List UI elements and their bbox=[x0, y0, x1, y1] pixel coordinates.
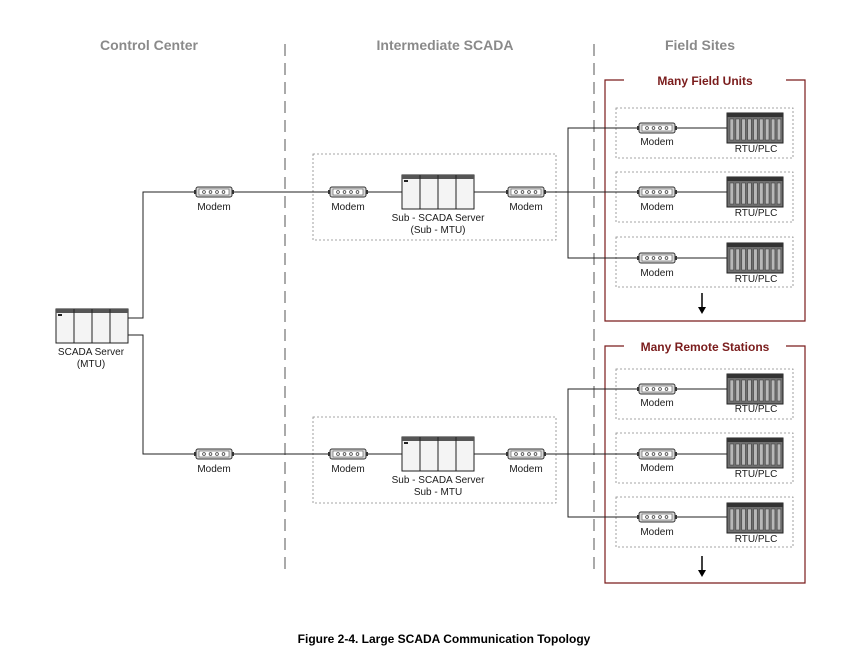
sub-scada-server-icon bbox=[401, 436, 475, 472]
modem-label: Modem bbox=[331, 464, 364, 475]
modem-icon bbox=[506, 186, 546, 198]
rtu-plc-icon bbox=[726, 437, 784, 469]
modem-label: Modem bbox=[331, 202, 364, 213]
remote-station-box bbox=[615, 496, 794, 548]
field-unit-box bbox=[615, 107, 794, 159]
modem-label: Modem bbox=[197, 464, 230, 475]
modem-icon bbox=[328, 186, 368, 198]
sub-server-bottom-sublabel: Sub - MTU bbox=[414, 487, 462, 498]
sub-server-bottom-label: Sub - SCADA Server bbox=[392, 475, 485, 486]
scada-server-sublabel: (MTU) bbox=[77, 359, 105, 370]
intermediate-box-top bbox=[312, 153, 557, 241]
group-field-units-title: Many Field Units bbox=[657, 74, 753, 88]
modem-label: Modem bbox=[509, 464, 542, 475]
scada-server-icon bbox=[55, 308, 129, 344]
field-unit-box bbox=[615, 171, 794, 223]
more-remote-stations-arrow bbox=[698, 556, 706, 577]
modem-icon bbox=[637, 383, 677, 395]
intermediate-box-bottom bbox=[312, 416, 557, 504]
header-intermediate-scada: Intermediate SCADA bbox=[377, 37, 514, 53]
modem-label: Modem bbox=[640, 463, 673, 474]
rtu-plc-icon bbox=[726, 112, 784, 144]
connection-wires bbox=[128, 127, 727, 518]
modem-label: Modem bbox=[640, 202, 673, 213]
modem-label: Modem bbox=[640, 527, 673, 538]
modem-icon bbox=[637, 448, 677, 460]
modem-icon bbox=[637, 186, 677, 198]
rtu-plc-label: RTU/PLC bbox=[735, 144, 778, 155]
modem-icon bbox=[637, 122, 677, 134]
rtu-plc-label: RTU/PLC bbox=[735, 208, 778, 219]
group-field-units: Many Field Units bbox=[604, 74, 806, 322]
rtu-plc-icon bbox=[726, 373, 784, 405]
rtu-plc-icon bbox=[726, 502, 784, 534]
modem-icon bbox=[637, 252, 677, 264]
sub-server-top-sublabel: (Sub - MTU) bbox=[411, 225, 466, 236]
sub-scada-server-icon bbox=[401, 174, 475, 210]
modem-icon bbox=[506, 448, 546, 460]
more-field-units-arrow bbox=[698, 293, 706, 314]
rtu-plc-icon bbox=[726, 176, 784, 208]
header-field-sites: Field Sites bbox=[665, 37, 735, 53]
modem-label: Modem bbox=[640, 137, 673, 148]
devices-layer bbox=[55, 112, 784, 534]
remote-station-box bbox=[615, 432, 794, 484]
modem-icon bbox=[194, 186, 234, 198]
modem-label: Modem bbox=[640, 398, 673, 409]
remote-station-box bbox=[615, 368, 794, 420]
modem-icon bbox=[328, 448, 368, 460]
group-remote-stations-title: Many Remote Stations bbox=[641, 340, 770, 354]
scada-server-label: SCADA Server bbox=[58, 347, 125, 358]
field-unit-box bbox=[615, 236, 794, 288]
group-remote-stations: Many Remote Stations bbox=[604, 340, 806, 584]
rtu-plc-label: RTU/PLC bbox=[735, 404, 778, 415]
rtu-plc-label: RTU/PLC bbox=[735, 534, 778, 545]
header-control-center: Control Center bbox=[100, 37, 199, 53]
figure-caption: Figure 2-4. Large SCADA Communication To… bbox=[298, 632, 591, 646]
modem-label: Modem bbox=[197, 202, 230, 213]
sub-server-top-label: Sub - SCADA Server bbox=[392, 213, 485, 224]
rtu-plc-icon bbox=[726, 242, 784, 274]
rtu-plc-label: RTU/PLC bbox=[735, 469, 778, 480]
rtu-plc-label: RTU/PLC bbox=[735, 274, 778, 285]
modem-label: Modem bbox=[509, 202, 542, 213]
modem-icon bbox=[194, 448, 234, 460]
modem-label: Modem bbox=[640, 268, 673, 279]
modem-icon bbox=[637, 511, 677, 523]
